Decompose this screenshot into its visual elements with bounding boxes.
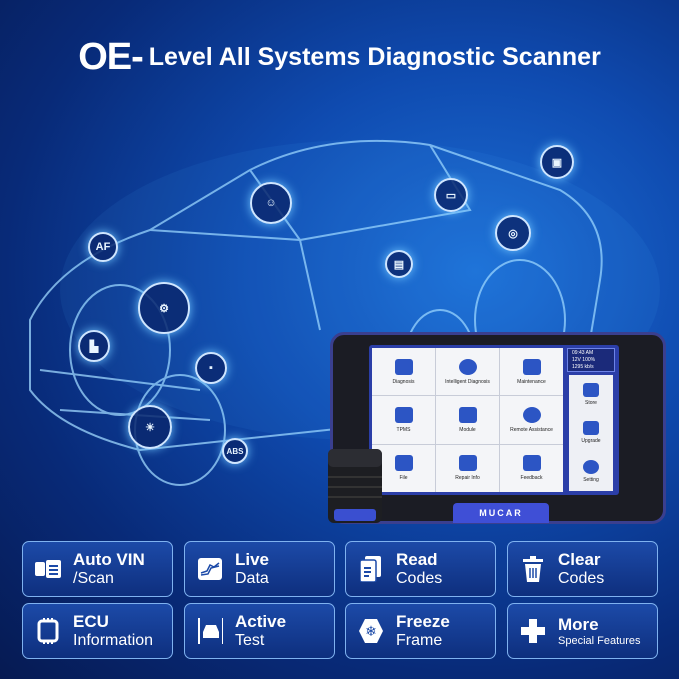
car-lift-icon [197,618,223,644]
tire-icon [394,406,413,423]
read-codes-icon [358,556,384,582]
status-panel: 09:43 AM 12V 100% 1295 kb/s [567,348,615,372]
app-maintenance[interactable]: Maintenance [500,348,563,396]
vin-scan-icon [35,556,61,582]
upgrade-icon [583,421,599,436]
app-remote-assistance[interactable]: Remote Assistance [500,396,563,444]
app-feedback[interactable]: Feedback [500,444,563,492]
svg-text:❄: ❄ [365,623,377,639]
globe-icon [522,406,541,423]
engine-icon: ⚙ [138,282,190,334]
oil-can-icon [522,358,541,375]
side-upgrade[interactable]: Upgrade [581,421,601,444]
gear-icon [583,460,599,475]
live-data-icon [197,556,223,582]
headline-prefix: OE- [78,36,144,78]
transmission-icon: ▙ [78,330,110,362]
headline: OE-Level All Systems Diagnostic Scanner [0,36,679,79]
headline-text: Level All Systems Diagnostic Scanner [148,43,601,71]
module-icon [458,406,477,423]
app-tpms[interactable]: TPMS [372,396,435,444]
side-setting[interactable]: Setting [583,460,599,483]
store-icon [583,382,599,397]
app-diagnosis[interactable]: Diagnosis [372,348,435,396]
window-icon: ▭ [434,178,468,212]
radar-icon [458,358,477,375]
app-file[interactable]: File [372,444,435,492]
snowflake-icon: ❄ [358,618,384,644]
folder-icon [394,455,413,472]
air-fuel-badge: AF [88,232,118,262]
app-repair-info[interactable]: Repair Info [436,444,499,492]
chip-icon [35,618,61,644]
feature-auto-vin: Auto VIN/Scan [22,541,173,597]
tablet-screen: Diagnosis Intelligent Diagnosis Maintena… [369,345,619,495]
status-speed: 1295 kb/s [572,364,594,370]
tire-icon: ◎ [495,215,531,251]
app-module[interactable]: Module [436,396,499,444]
battery-icon: ▣ [540,145,574,179]
side-store[interactable]: Store [583,382,599,406]
diagnosis-icon [394,358,413,375]
status-time: 09:43 AM [572,350,594,356]
brand-logo: MUCAR [453,503,549,523]
battery-charge-icon: ▪ [195,352,227,384]
app-grid: Diagnosis Intelligent Diagnosis Maintena… [372,348,563,492]
plus-icon [520,618,546,644]
scanner-tablet: Diagnosis Intelligent Diagnosis Maintena… [330,332,666,524]
airbag-icon: ☺ [250,182,292,224]
document-icon [458,455,477,472]
headlight-icon: ☀ [128,405,172,449]
obd-dongle [328,449,382,523]
seat-icon: ▤ [385,250,413,278]
status-battery: 12V 100% [572,357,596,363]
side-menu: Store Upgrade Setting [569,375,613,491]
abs-badge: ABS [222,438,248,464]
trash-icon [520,556,546,582]
app-intelligent-diagnosis[interactable]: Intelligent Diagnosis [436,348,499,396]
edit-icon [522,455,541,472]
